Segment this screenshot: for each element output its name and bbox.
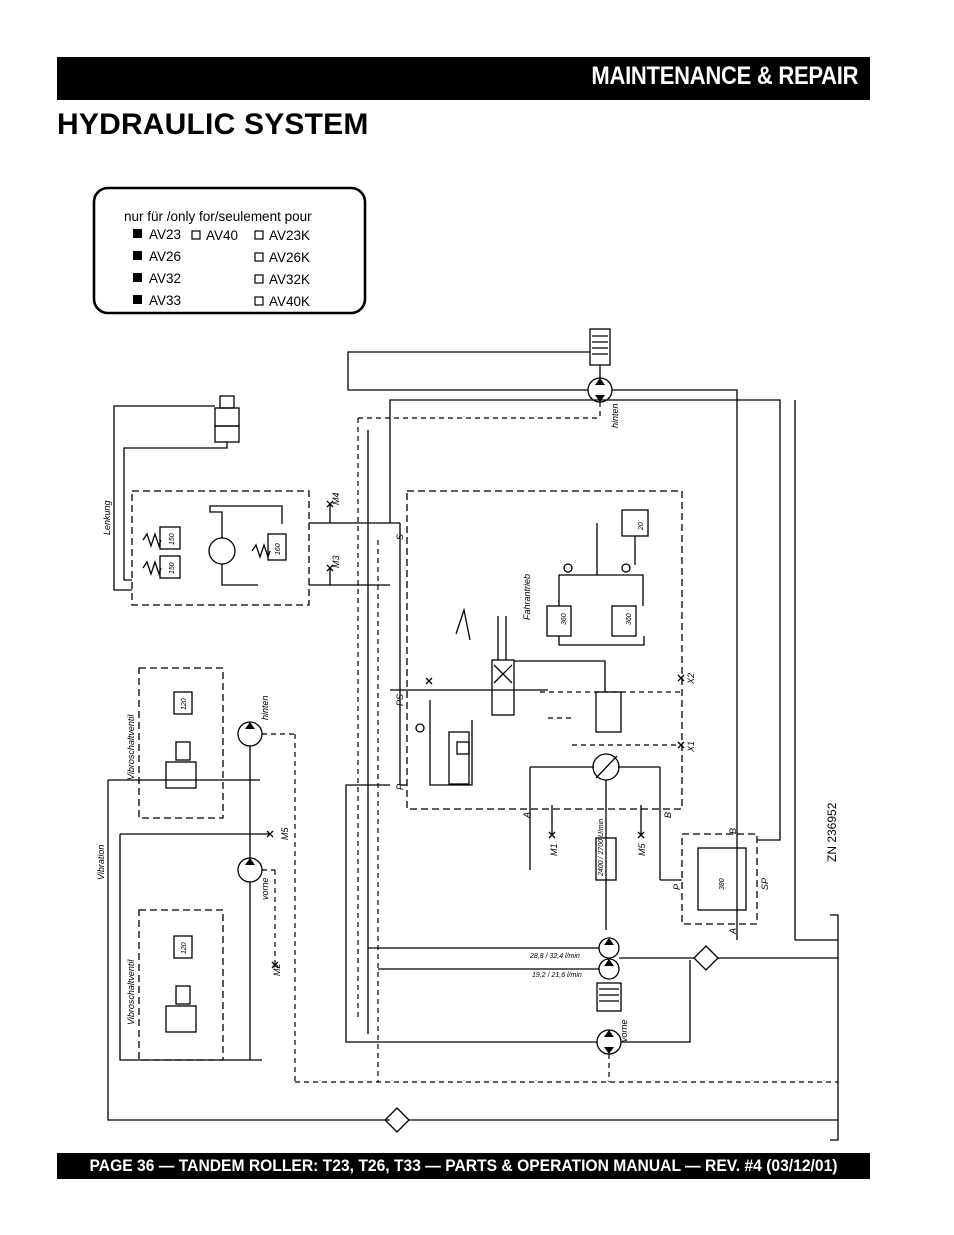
model-av32: AV32 [149, 271, 181, 286]
label-hinten-vib: hinten [260, 695, 270, 720]
label-s: S [395, 534, 405, 540]
drive-pump-block: 2400 / 2700 U/min Fahrantrieb 360 360 20… [390, 490, 696, 930]
svg-text:360: 360 [626, 613, 633, 625]
svg-text:B: B [728, 828, 738, 834]
label-b-main: B [663, 812, 673, 818]
label-vibration: Vibration [96, 845, 106, 880]
label-m5-vib: M5 [280, 827, 290, 840]
model-av26k: AV26K [269, 250, 310, 265]
model-av40k: AV40K [269, 294, 310, 309]
page-title: HYDRAULIC SYSTEM [57, 108, 369, 141]
footer-bar: PAGE 36 — TANDEM ROLLER: T23, T26, T33 —… [57, 1153, 870, 1179]
svg-text:380: 380 [719, 878, 726, 890]
checkbox-checked [133, 229, 142, 304]
svg-text:360: 360 [561, 613, 568, 625]
label-x1: X1 [686, 741, 696, 753]
label-vorne-vib: vorne [260, 877, 270, 900]
section-title: MAINTENANCE & REPAIR [591, 62, 858, 90]
svg-text:120: 120 [181, 698, 188, 710]
svg-text:P: P [672, 884, 682, 890]
svg-text:SP: SP [760, 878, 770, 890]
checkbox-unchecked [191, 230, 264, 306]
label-lenkung: Lenkung [102, 500, 112, 535]
label-a-main: A [522, 812, 532, 819]
pump-and-tank-circuit: 28,8 / 32,4 l/min 19,2 / 21,6 l/min vorn… [295, 400, 839, 1141]
model-box-heading: nur für /only for/seulement pour [124, 209, 312, 224]
svg-text:150: 150 [169, 562, 176, 574]
steering-circuit: Lenkung 150 150 160 M4 M3 [102, 395, 400, 606]
model-av40: AV40 [206, 228, 238, 243]
svg-text:150: 150 [169, 533, 176, 545]
svg-text:160: 160 [275, 543, 282, 555]
model-av23: AV23 [149, 227, 181, 242]
brake-valve-block: 380 P A B SP [389, 399, 781, 935]
svg-text:2400 / 2700 U/min: 2400 / 2700 U/min [598, 819, 605, 877]
label-fahrantrieb: Fahrantrieb [522, 574, 532, 620]
model-applicability-box: nur für /only for/seulement pour AV23 AV… [92, 186, 367, 315]
svg-text:A: A [728, 928, 738, 935]
label-vorne-bottom: vorne [619, 1019, 629, 1042]
model-av33: AV33 [149, 293, 181, 308]
model-av26: AV26 [149, 249, 181, 264]
label-m4: M4 [331, 492, 341, 505]
label-m5-drive: M5 [637, 843, 647, 856]
label-flow-1: 28,8 / 32,4 l/min [529, 953, 580, 960]
label-flow-2: 19,2 / 21,6 l/min [532, 972, 582, 979]
svg-text:120: 120 [181, 942, 188, 954]
vibration-circuit: Vibration Vibroschaltventil Vibroschaltv… [96, 667, 390, 1121]
drawing-number: ZN 236952 [825, 802, 839, 862]
header-bar: MAINTENANCE & REPAIR [57, 57, 870, 100]
footer-text: PAGE 36 — TANDEM ROLLER: T23, T26, T33 —… [89, 1156, 838, 1175]
label-vibroschaltventil-2: Vibroschaltventil [126, 959, 136, 1025]
svg-text:20: 20 [638, 522, 645, 531]
label-hinten-top: hinten [610, 403, 620, 428]
model-av32k: AV32K [269, 272, 310, 287]
model-av23k: AV23K [269, 228, 310, 243]
label-m1: M1 [549, 843, 559, 856]
label-m2: M2 [272, 963, 282, 976]
label-x2: X2 [686, 673, 696, 685]
label-vibroschaltventil-1: Vibroschaltventil [126, 714, 136, 780]
label-m3: M3 [331, 555, 341, 568]
rear-drive-motor: hinten [347, 328, 738, 940]
label-ps: PS [395, 694, 405, 706]
label-p-main: P [395, 784, 405, 790]
